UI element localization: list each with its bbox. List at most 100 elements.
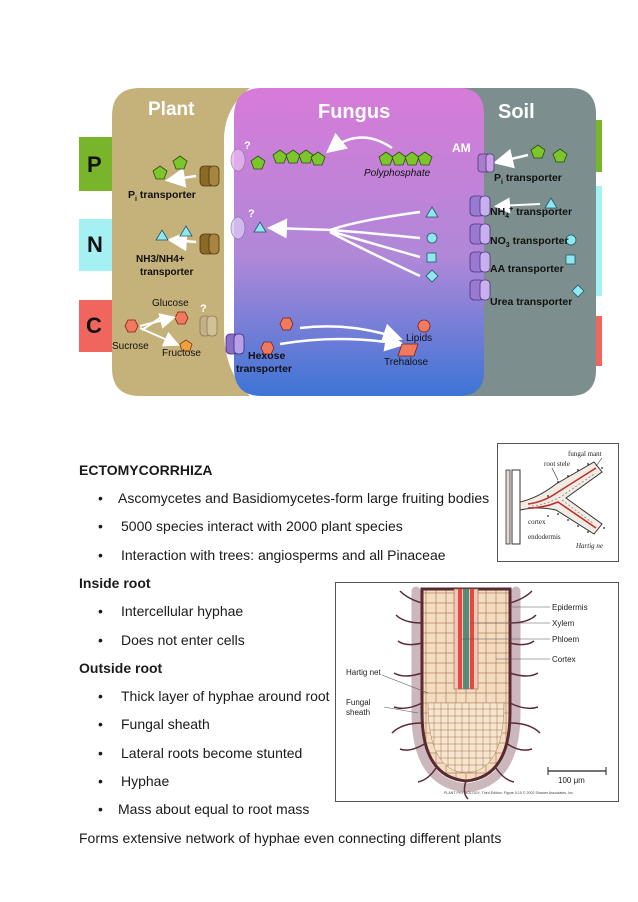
plant-title: Plant: [148, 99, 195, 120]
fungal-pi-exporter-icon: [230, 148, 246, 172]
arrow-aa-converge: [329, 229, 421, 259]
no3-transporter-label: NO3 transporter: [490, 235, 569, 249]
trehalose-label: Trehalose: [384, 357, 429, 368]
polyphosphate-pentagon-icon: [404, 151, 420, 166]
polyphosphate-pentagon-icon: [378, 151, 394, 166]
sucrose-label: Sucrose: [112, 341, 149, 352]
bullet-icon: •: [98, 490, 103, 506]
soil-title: Soil: [498, 101, 535, 123]
aa-transporter-label: AA transporter: [490, 263, 564, 275]
p-label: P: [87, 152, 102, 177]
ammonium-triangle-icon: [425, 206, 439, 218]
inset-ectomycorrhiza-sketch: fungal mant root stele cortex endodermis…: [497, 443, 619, 562]
n-label: N: [87, 232, 103, 257]
fungus-title: Fungus: [318, 101, 390, 123]
pi-transporter-soil-cap: [485, 153, 495, 173]
c-label: C: [86, 313, 102, 338]
bullet-text: Intercellular hyphae: [121, 603, 244, 619]
fungal-mantle-label: fungal mant: [568, 450, 602, 458]
phosphate-pentagon-icon: [310, 151, 326, 166]
bullet-icon: •: [98, 632, 103, 648]
lipid-circle-icon: [417, 319, 431, 333]
phosphate-pentagon-icon: [285, 149, 301, 164]
urea-diamond-icon: [425, 269, 439, 283]
bullet-icon: •: [98, 518, 103, 534]
bullet-text: Thick layer of hyphae around root: [121, 688, 330, 704]
arrow-into-plant-p: [165, 167, 197, 188]
glucose-hexagon-icon: [174, 311, 189, 325]
urea-transporter-label: Urea transporter: [490, 296, 572, 308]
bullet-icon: •: [98, 773, 103, 789]
arrow-hexose-to-trehalose: [279, 331, 405, 352]
bullet-text: Hyphae: [121, 773, 170, 789]
pi-transporter-plant-cap: [208, 165, 220, 187]
hartig-net-label: Hartig ne: [575, 542, 603, 550]
hexose-transporter-label-line2: transporter: [236, 363, 292, 375]
endodermis-label: endodermis: [528, 533, 561, 541]
sucrose-hexagon-icon: [124, 319, 139, 333]
fructose-label: Fructose: [162, 348, 201, 359]
hexose-transporter-label-line1: Hexose: [248, 350, 286, 362]
nitrate-circle-icon: [426, 232, 438, 244]
ectomycorrhiza-sketch-figure: fungal mant root stele cortex endodermis…: [505, 450, 605, 550]
arrow-nh4-converge: [329, 210, 421, 232]
nh3-transporter-label-line2: transporter: [140, 267, 193, 278]
bullet-text: Fungal sheath: [121, 716, 210, 732]
bullet-text: Does not enter cells: [121, 632, 245, 648]
nh3-transporter-plant-icon: [199, 233, 220, 255]
ammonium-triangle-icon: [179, 225, 193, 237]
bullet-icon: •: [98, 801, 103, 817]
cortex-label: cortex: [528, 518, 546, 526]
bullet-icon: •: [98, 547, 103, 563]
nh3-transporter-label-line1: NH3/NH4+: [136, 254, 185, 265]
root-stele-label: root stele: [544, 460, 570, 468]
pi-transporter-plant-label: Pi transporter: [128, 189, 196, 203]
p-band-right: [594, 120, 602, 172]
arrow-sucrose-glucose: [139, 313, 176, 329]
unknown-exporter-question-c: ?: [200, 303, 207, 315]
bullet-icon: •: [98, 688, 103, 704]
bullet-icon: •: [98, 603, 103, 619]
outside-root-heading: Outside root: [79, 660, 163, 676]
arrow-glucose-out: [141, 317, 161, 331]
aa-transporter-icon: [469, 251, 491, 273]
phosphate-pentagon-icon: [272, 149, 288, 164]
arrow-urea-converge: [329, 230, 421, 278]
plant-sugar-exporter-icon: [199, 315, 218, 337]
arrow-polyphosphate-to-plant: [326, 132, 393, 154]
scale-label: 100 μm: [558, 776, 585, 785]
ammonium-triangle-icon: [253, 221, 267, 233]
trehalose-parallelogram-icon: [397, 343, 419, 357]
arrow-into-plant-n: [167, 231, 197, 252]
bullet-text: Interaction with trees: angiosperms and …: [121, 547, 446, 563]
phosphate-pentagon-icon: [152, 165, 168, 180]
am-label: AM: [452, 141, 471, 155]
arrow-no3-converge: [329, 228, 421, 240]
urea-transporter-icon: [469, 279, 491, 301]
ammonium-triangle-icon: [544, 197, 558, 209]
fungal-sheath-label-line1: Fungal: [346, 698, 371, 707]
arrow-soil-to-fungus-p: [493, 148, 529, 169]
nh4-transporter-icon: [469, 195, 491, 217]
hexose-hexagon-icon: [279, 317, 294, 331]
bullet-icon: •: [98, 716, 103, 732]
cortex-label: Cortex: [552, 655, 576, 664]
no3-transporter-icon: [469, 223, 491, 245]
polyphosphate-label: Polyphosphate: [364, 168, 431, 179]
hartig-net-label: Hartig net: [346, 668, 381, 677]
arrow-n-to-plant: [267, 218, 333, 239]
fructose-pentagon-icon: [179, 339, 193, 352]
nh4-transporter-label: NH4+ transporter: [490, 206, 572, 220]
arrow-soil-nh4: [494, 197, 541, 214]
polyphosphate-pentagon-icon: [417, 151, 433, 166]
phosphate-pentagon-icon: [250, 155, 266, 170]
phosphate-pentagon-icon: [172, 155, 188, 170]
amino-acid-square-icon: [565, 254, 576, 265]
fungal-sheath-label-line2: sheath: [346, 708, 370, 717]
pi-transporter-soil-label: Pi transporter: [494, 172, 562, 186]
phosphate-pentagon-icon: [298, 149, 314, 164]
phosphate-pentagon-icon: [530, 144, 546, 159]
urea-diamond-icon: [571, 284, 585, 298]
hexose-transporter-icon: [225, 333, 245, 355]
fungal-n-exporter-icon: [230, 216, 246, 240]
